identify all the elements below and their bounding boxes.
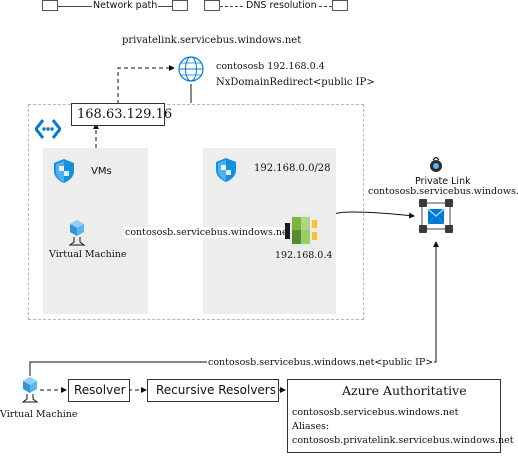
- vnet-icon: [34, 118, 62, 140]
- azure-dns-ip-box: 168.63.129.16: [71, 103, 172, 126]
- vm-to-endpoint-label: contososb.servicebus.windows.net: [124, 227, 293, 238]
- vm-subnet-label: VMs: [91, 166, 112, 177]
- virtual-machine-icon: [67, 219, 87, 247]
- pe-subnet-label: 192.168.0.0/28: [254, 163, 331, 174]
- vm-label: Virtual Machine: [49, 249, 127, 260]
- vm-subnet-shield-icon: [53, 158, 75, 184]
- legend-network-start-box: [42, 0, 58, 11]
- recursive-resolvers-box: Recursive Resolvers: [147, 379, 279, 402]
- legend-network-end-box: [172, 0, 188, 11]
- dns-query-arrow: [117, 65, 175, 104]
- private-endpoint-icon: [283, 214, 319, 248]
- azure-dns-ip: 168.63.129.16: [77, 107, 173, 122]
- legend-dns-start-box: [204, 0, 220, 11]
- authoritative-aliases-label: Aliases:: [292, 421, 330, 432]
- authoritative-title: Azure Authoritative: [342, 383, 467, 398]
- authoritative-alias: contososb.privatelink.servicebus.windows…: [292, 435, 514, 446]
- azure-authoritative-box: Azure Authoritative contososb.servicebus…: [287, 379, 514, 453]
- private-link-host: contososb.servicebus.windows.net: [368, 186, 518, 197]
- private-link-icon: [429, 156, 443, 173]
- external-vm-label: Virtual Machine: [0, 409, 78, 420]
- resolver-box: Resolver: [68, 379, 130, 402]
- legend-network-label: Network path: [92, 0, 159, 11]
- pe-subnet-shield-icon: [215, 157, 237, 183]
- legend-dns-label: DNS resolution: [245, 0, 318, 11]
- external-virtual-machine-icon: [20, 376, 40, 404]
- authoritative-host: contososb.servicebus.windows.net: [292, 407, 459, 418]
- dns-zone-name: privatelink.servicebus.windows.net: [122, 35, 302, 46]
- dns-zone-record: contososb 192.168.0.4: [216, 61, 325, 72]
- private-dns-zone-icon: [177, 55, 205, 83]
- recursive-resolvers-label: Recursive Resolvers: [156, 383, 276, 397]
- service-bus-icon: [419, 199, 453, 233]
- private-link-title: Private Link: [415, 176, 471, 187]
- legend: Network path DNS resolution: [40, 0, 360, 14]
- virtual-network-boundary: [28, 104, 364, 320]
- dns-zone-policy: NxDomainRedirect<public IP>: [216, 77, 375, 88]
- resolver-label: Resolver: [74, 383, 126, 397]
- private-endpoint-ip: 192.168.0.4: [275, 250, 333, 261]
- public-path-label: contososb.servicebus.windows.net<public …: [207, 357, 435, 368]
- legend-dns-end-box: [332, 0, 348, 11]
